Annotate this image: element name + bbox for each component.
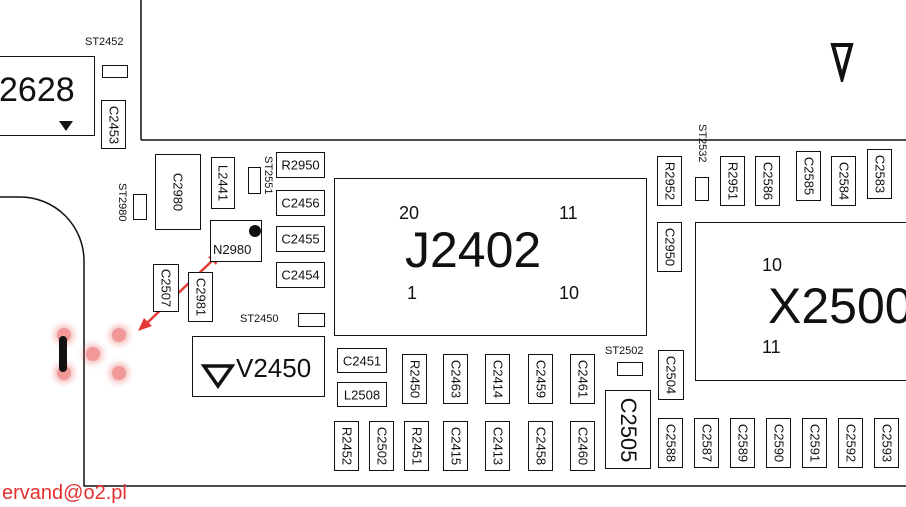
c2592: C2592 <box>838 418 863 468</box>
test-point-marker <box>112 366 126 380</box>
st2452-pad <box>102 65 128 78</box>
l2508: L2508 <box>337 382 387 407</box>
c2463: C2463 <box>443 354 468 404</box>
c2505: C2505 <box>605 390 651 469</box>
test-point-marker <box>86 347 100 361</box>
c2415: C2415 <box>443 421 468 471</box>
c2593: C2593 <box>874 418 899 468</box>
c2507: C2507 <box>153 264 179 312</box>
c2591: C2591 <box>802 418 827 468</box>
st2532-pad <box>695 177 709 201</box>
c2590: C2590 <box>766 418 791 468</box>
c2451: C2451 <box>337 348 387 373</box>
c2461: C2461 <box>570 354 595 404</box>
j2402-connector: 20 11 1 10 J2402 <box>334 178 647 336</box>
c2587: C2587 <box>694 418 719 468</box>
c2460: C2460 <box>570 421 595 471</box>
l2441: L2441 <box>211 157 235 209</box>
test-point-marker <box>112 328 126 342</box>
st2551-label: ST2551 <box>262 156 274 195</box>
v2450: V2450 <box>192 336 325 397</box>
c2455: C2455 <box>276 226 325 252</box>
r2450: R2450 <box>402 354 427 404</box>
r2451: R2451 <box>404 421 429 471</box>
ic-2628: 2628 <box>0 56 95 136</box>
c2980: C2980 <box>155 154 201 230</box>
r2952: R2952 <box>657 156 682 206</box>
c2502: C2502 <box>369 421 394 471</box>
pin1-dot-icon <box>249 225 261 237</box>
c2981: C2981 <box>188 272 213 322</box>
x2500-component: 10 X2500 11 <box>695 222 906 381</box>
r2951: R2951 <box>720 156 745 206</box>
ic-2628-label: 2628 <box>0 71 75 109</box>
c2583: C2583 <box>867 149 892 199</box>
pin1-marker-icon <box>59 121 73 131</box>
c2586: C2586 <box>755 156 780 206</box>
contact-pad-icon <box>59 336 67 372</box>
r2950: R2950 <box>276 152 325 178</box>
triangle-marker-icon <box>830 43 854 82</box>
st2450-pad <box>298 313 325 327</box>
st2502-label: ST2502 <box>605 345 644 357</box>
c2456: C2456 <box>276 190 325 216</box>
st2551-pad <box>248 167 261 194</box>
watermark: ervand@o2.pl <box>2 482 127 504</box>
st2532-label: ST2532 <box>696 124 708 163</box>
st2502-pad <box>617 362 643 376</box>
c2413: C2413 <box>485 421 510 471</box>
c2414: C2414 <box>485 354 510 404</box>
c2454: C2454 <box>276 262 325 288</box>
n2980: N2980 <box>210 220 262 262</box>
c2950: C2950 <box>657 222 682 272</box>
c2585: C2585 <box>796 151 821 201</box>
c2589: C2589 <box>730 418 755 468</box>
st2980-label: ST2980 <box>116 183 128 222</box>
st2452-label: ST2452 <box>85 36 124 48</box>
c2584: C2584 <box>831 156 856 206</box>
triangle-marker-icon <box>201 364 235 389</box>
st2450-label: ST2450 <box>240 313 279 325</box>
c2588: C2588 <box>658 418 683 468</box>
c2459: C2459 <box>528 354 553 404</box>
st2980-pad <box>133 194 147 220</box>
r2452: R2452 <box>334 421 359 471</box>
c2458: C2458 <box>528 421 553 471</box>
c2504: C2504 <box>658 350 684 400</box>
c2453: C2453 <box>101 100 126 149</box>
